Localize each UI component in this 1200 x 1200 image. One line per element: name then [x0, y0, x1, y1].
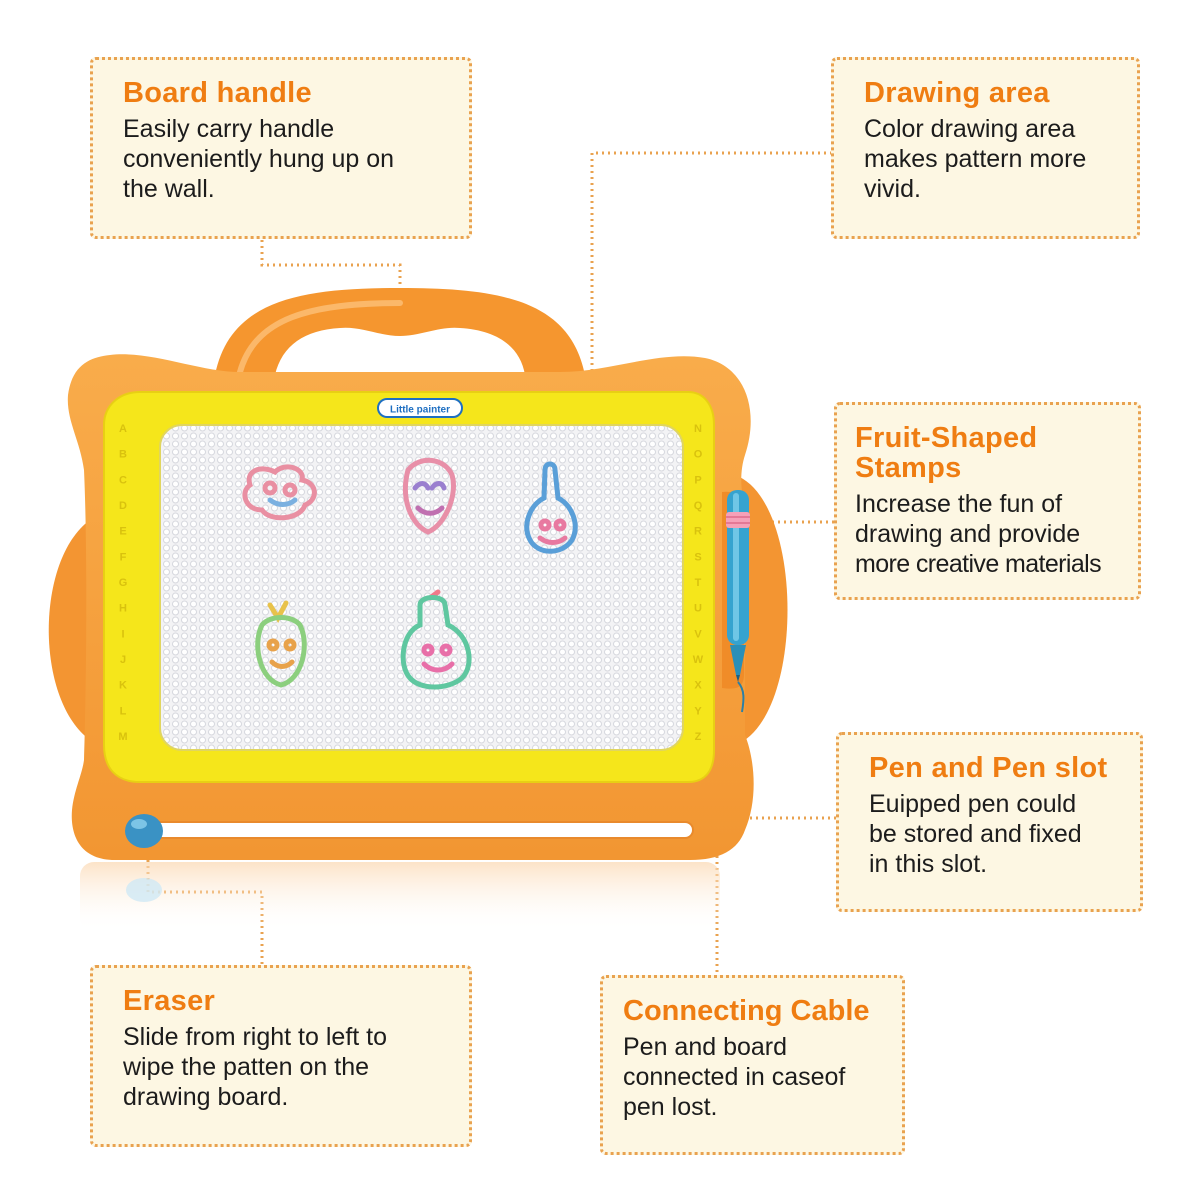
- callout-title-line: Stamps: [855, 452, 962, 484]
- callout-text-line: be stored and fixed: [869, 820, 1082, 848]
- callout-title: Board handle: [123, 77, 312, 109]
- callout-pen-slot: Pen and Pen slot Euipped pen could be st…: [836, 732, 1143, 912]
- board-side-left: [48, 520, 90, 740]
- connector-board-handle: [260, 240, 402, 290]
- alphabet-letter: Y: [694, 705, 702, 717]
- alphabet-letter: M: [118, 731, 127, 743]
- eraser-slot: [127, 821, 694, 839]
- alphabet-letter: G: [119, 577, 128, 589]
- callout-text-line: wipe the patten on the: [123, 1053, 370, 1081]
- alphabet-letter: U: [694, 603, 702, 615]
- callout-text-line: Color drawing area: [864, 115, 1076, 143]
- alphabet-letter: D: [119, 500, 127, 512]
- alphabet-letter: T: [695, 577, 702, 589]
- alphabet-letter: I: [121, 628, 124, 640]
- alphabet-letter: X: [694, 680, 702, 692]
- stamp-pear-green: [400, 589, 472, 690]
- alphabet-letter: J: [120, 654, 126, 666]
- fruit-stamp-drawings: [242, 458, 578, 690]
- callout-text-line: pen lost.: [623, 1093, 718, 1121]
- alphabet-letter: B: [119, 449, 127, 461]
- alphabet-letter: Q: [694, 500, 703, 512]
- callout-text-line: in this slot.: [869, 850, 988, 878]
- alphabet-left: A B C D E F G H I J K L M: [118, 423, 127, 743]
- callout-text-line: conveniently hung up on: [123, 145, 395, 173]
- callout-text-line: Slide from right to left to: [123, 1023, 388, 1051]
- callout-text-line: more creative materials: [855, 550, 1102, 578]
- callout-drawing-area: Drawing area Color drawing area makes pa…: [831, 57, 1140, 239]
- callout-title-line: Fruit-Shaped: [855, 422, 1038, 454]
- callout-text-line: Easily carry handle: [123, 115, 335, 143]
- callout-title: Pen and Pen slot: [869, 752, 1108, 784]
- brand-badge: Little painter: [377, 398, 463, 418]
- stamp-pineapple: [255, 600, 307, 688]
- alphabet-letter: K: [119, 680, 127, 692]
- callout-fruit-stamps: Fruit-Shaped Stamps Increase the fun of …: [834, 402, 1141, 600]
- alphabet-letter: F: [120, 551, 127, 563]
- callout-text-line: vivid.: [864, 175, 921, 203]
- board-reflection: [80, 862, 720, 932]
- alphabet-letter: W: [693, 654, 704, 666]
- callout-text-line: Euipped pen could: [869, 790, 1077, 818]
- alphabet-letter: H: [119, 603, 127, 615]
- callout-eraser: Eraser Slide from right to left to wipe …: [90, 965, 472, 1147]
- drawing-screen: [159, 424, 684, 751]
- callout-text-line: Pen and board: [623, 1033, 788, 1061]
- callout-title: Drawing area: [864, 77, 1050, 109]
- callout-text-line: Increase the fun of: [855, 490, 1063, 518]
- alphabet-letter: N: [694, 423, 702, 435]
- callout-text-line: connected in caseof: [623, 1063, 846, 1091]
- callout-text-line: makes pattern more: [864, 145, 1087, 173]
- callout-text-line: drawing and provide: [855, 520, 1081, 548]
- connecting-cable: [737, 681, 745, 713]
- callout-board-handle: Board handle Easily carry handle conveni…: [90, 57, 472, 239]
- alphabet-right: N O P Q R S T U V W X Y Z: [693, 423, 704, 743]
- eraser-knob: [125, 814, 163, 848]
- eraser-reflection: [126, 878, 162, 902]
- alphabet-letter: L: [120, 705, 127, 717]
- callout-text-line: the wall.: [123, 175, 215, 203]
- pen: [726, 490, 750, 682]
- alphabet-letter: A: [119, 423, 127, 435]
- brand-label: Little painter: [390, 405, 450, 416]
- alphabet-letter: V: [694, 628, 702, 640]
- stamp-grape: [242, 464, 317, 521]
- callout-cable: Connecting Cable Pen and board connected…: [600, 975, 905, 1155]
- alphabet-letter: Z: [695, 731, 702, 743]
- callout-title: Eraser: [123, 985, 216, 1017]
- alphabet-letter: O: [694, 449, 703, 461]
- stamp-strawberry: [402, 458, 456, 535]
- alphabet-letter: E: [119, 526, 126, 538]
- alphabet-letter: R: [694, 526, 702, 538]
- callout-title: Connecting Cable: [623, 995, 870, 1027]
- alphabet-letter: C: [119, 474, 127, 486]
- board-handle: [215, 288, 585, 375]
- stamp-pear-blue: [524, 461, 578, 554]
- callout-text-line: drawing board.: [123, 1083, 289, 1111]
- alphabet-letter: P: [694, 474, 701, 486]
- alphabet-letter: S: [694, 551, 701, 563]
